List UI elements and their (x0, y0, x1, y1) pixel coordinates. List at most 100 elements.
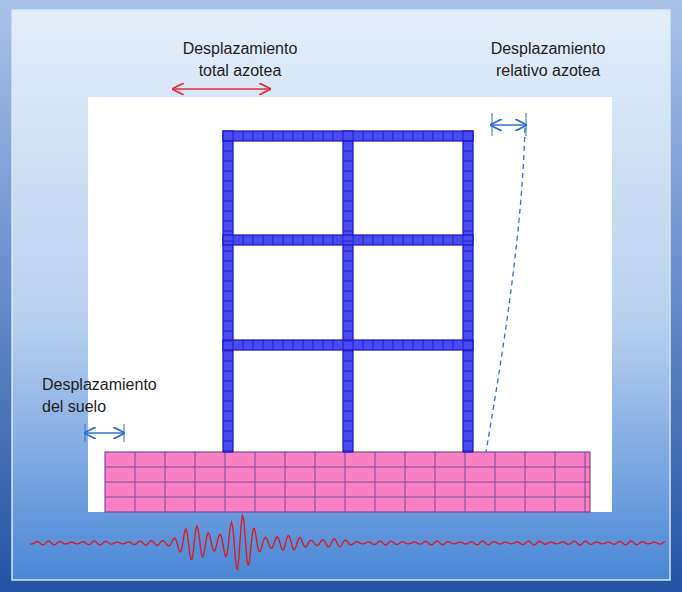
mesh-line (453, 340, 454, 350)
mesh-line (343, 341, 353, 342)
mesh-line (453, 131, 454, 141)
mesh-line (463, 231, 473, 232)
mesh-line (223, 291, 233, 292)
mesh-line (463, 431, 473, 432)
mesh-line (223, 151, 233, 152)
mesh-line (223, 371, 233, 372)
mesh-line (463, 171, 473, 172)
tick (526, 113, 527, 136)
mesh-line (373, 131, 374, 141)
mesh-line (463, 235, 464, 245)
mesh-line (223, 331, 233, 332)
mesh-line (223, 201, 233, 202)
frame-member (223, 131, 473, 141)
mesh-line (463, 321, 473, 322)
mesh-line (223, 181, 233, 182)
mesh-line (373, 340, 374, 350)
mesh-line (243, 131, 244, 141)
mesh-line (343, 311, 353, 312)
mesh-line (363, 340, 364, 350)
mesh-line (443, 131, 444, 141)
mesh-line (293, 235, 294, 245)
mesh-line (463, 341, 473, 342)
mesh-line (463, 311, 473, 312)
mesh-line (343, 451, 353, 452)
mesh-line (393, 131, 394, 141)
mesh-line (243, 340, 244, 350)
mesh-line (343, 201, 353, 202)
tick (492, 113, 493, 136)
ground-displacement-arrow (85, 432, 124, 434)
mesh-line (343, 401, 353, 402)
mesh-line (343, 231, 353, 232)
soil-mesh (105, 452, 590, 512)
mesh-line (223, 221, 233, 222)
mesh-line (343, 161, 353, 162)
mesh-line (223, 191, 233, 192)
mesh-line (343, 421, 353, 422)
mesh-line (333, 340, 334, 350)
mesh-line (105, 497, 590, 498)
mesh-line (463, 201, 473, 202)
soil-block (105, 452, 590, 512)
mesh-line (293, 131, 294, 141)
mesh-line (343, 241, 353, 242)
mesh-line (105, 482, 590, 483)
mesh-line (343, 361, 353, 362)
mesh-line (463, 391, 473, 392)
mesh-line (393, 340, 394, 350)
inner-panel (12, 10, 670, 580)
mesh-line (303, 340, 304, 350)
mesh-line (253, 131, 254, 141)
mesh-line (343, 251, 353, 252)
mesh-line (463, 251, 473, 252)
mesh-line (463, 361, 473, 362)
mesh-line (343, 221, 353, 222)
mesh-line (433, 340, 434, 350)
mesh-line (323, 131, 324, 141)
mesh-line (323, 340, 324, 350)
mesh-line (223, 261, 233, 262)
frame-member (223, 340, 473, 350)
mesh-line (343, 151, 353, 152)
mesh-line (463, 271, 473, 272)
mesh-line (423, 235, 424, 245)
mesh-line (463, 211, 473, 212)
mesh-line (223, 311, 233, 312)
mesh-line (353, 235, 354, 245)
frame-member (343, 131, 353, 452)
annotation-label: Desplazamiento relativo azotea (478, 38, 618, 82)
mesh-line (463, 221, 473, 222)
deformed-shape (486, 128, 525, 452)
mesh-line (343, 441, 353, 442)
mesh-line (223, 231, 233, 232)
mesh-line (413, 131, 414, 141)
mesh-line (283, 340, 284, 350)
frame-member (223, 235, 473, 245)
mesh-line (223, 321, 233, 322)
mesh-line (283, 235, 284, 245)
tick (124, 424, 125, 442)
mesh-line (313, 235, 314, 245)
mesh-line (105, 467, 590, 468)
mesh-line (223, 281, 233, 282)
relative-displacement-arrow (491, 124, 526, 126)
tick (85, 424, 86, 442)
mesh-line (433, 131, 434, 141)
mesh-line (223, 271, 233, 272)
mesh-line (273, 235, 274, 245)
mesh-line (333, 131, 334, 141)
mesh-line (223, 391, 233, 392)
mesh-line (463, 181, 473, 182)
mesh-line (223, 401, 233, 402)
mesh-line (343, 371, 353, 372)
mesh-line (223, 451, 233, 452)
mesh-line (463, 191, 473, 192)
mesh-line (343, 131, 344, 141)
mesh-line (263, 235, 264, 245)
mesh-line (233, 235, 234, 245)
seismic-signal (30, 516, 665, 570)
mesh-line (243, 235, 244, 245)
